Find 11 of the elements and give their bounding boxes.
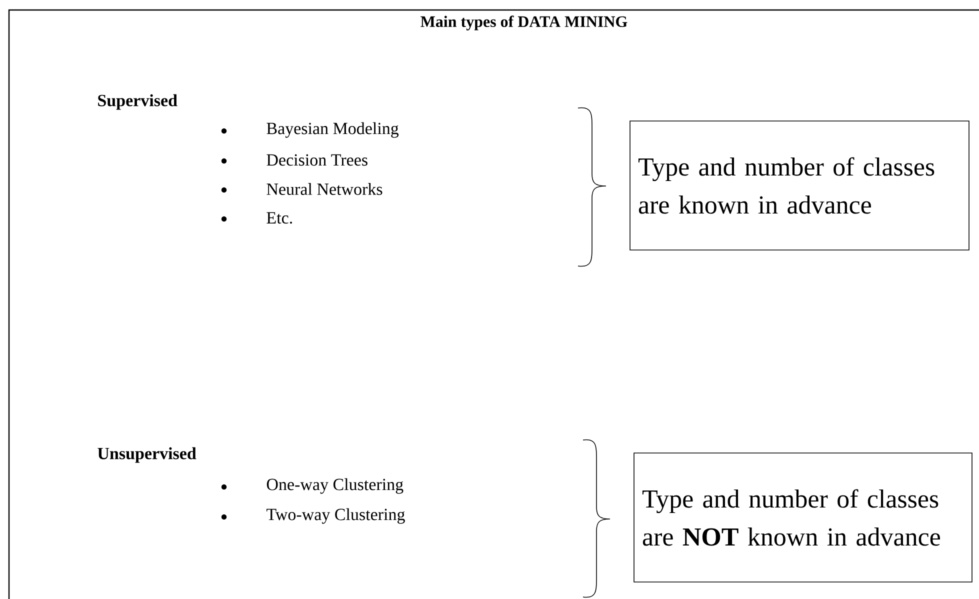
section-heading: Unsupervised — [98, 447, 196, 463]
title: Main types of DATA MINING — [420, 16, 628, 30]
text-box: Type and number of classes are known in advance — [630, 120, 970, 250]
list-item: One-way Clustering — [266, 478, 404, 494]
section-heading: Supervised — [98, 94, 178, 110]
list-item: Decision Trees — [266, 154, 368, 166]
text-box: Type and number of classes are NOT known in advance — [634, 452, 972, 582]
list-item: Neural Networks — [266, 183, 382, 195]
list-item: Etc. — [266, 212, 292, 224]
list-item: Two-way Clustering — [266, 508, 405, 524]
list-item: Bayesian Modeling — [266, 122, 399, 138]
